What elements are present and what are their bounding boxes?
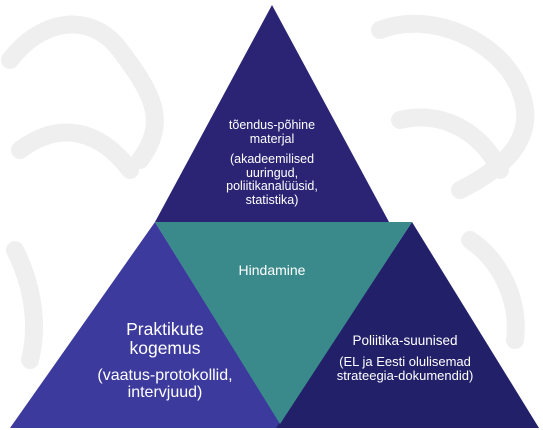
- center-triangle-label: Hindamine: [222, 262, 322, 278]
- right-triangle: [276, 222, 539, 428]
- center-triangle-title: Hindamine: [238, 262, 306, 278]
- center-triangle: [155, 222, 412, 424]
- left-triangle: [10, 222, 283, 428]
- top-triangle-subtitle: (akadeemilised uuringud, poliitikanalüüs…: [226, 152, 318, 207]
- top-triangle-title: tõendus-põhine materjal: [228, 118, 316, 146]
- left-triangle-title: Praktikute kogemus: [126, 319, 204, 358]
- left-triangle-label: Praktikute kogemus (vaatus-protokollid, …: [90, 320, 240, 401]
- background-watermark: [1, 14, 535, 369]
- right-triangle-subtitle: (EL ja Eesti olulisemad strateegia-dokum…: [336, 353, 474, 383]
- top-triangle-label: tõendus-põhine materjal (akadeemilised u…: [222, 118, 322, 207]
- right-triangle-title: Poliitika-suunised: [352, 333, 458, 348]
- right-triangle-label: Poliitika-suunised (EL ja Eesti olulisem…: [335, 333, 475, 383]
- top-triangle: [155, 5, 389, 222]
- left-triangle-subtitle: (vaatus-protokollid, intervjuud): [97, 366, 233, 402]
